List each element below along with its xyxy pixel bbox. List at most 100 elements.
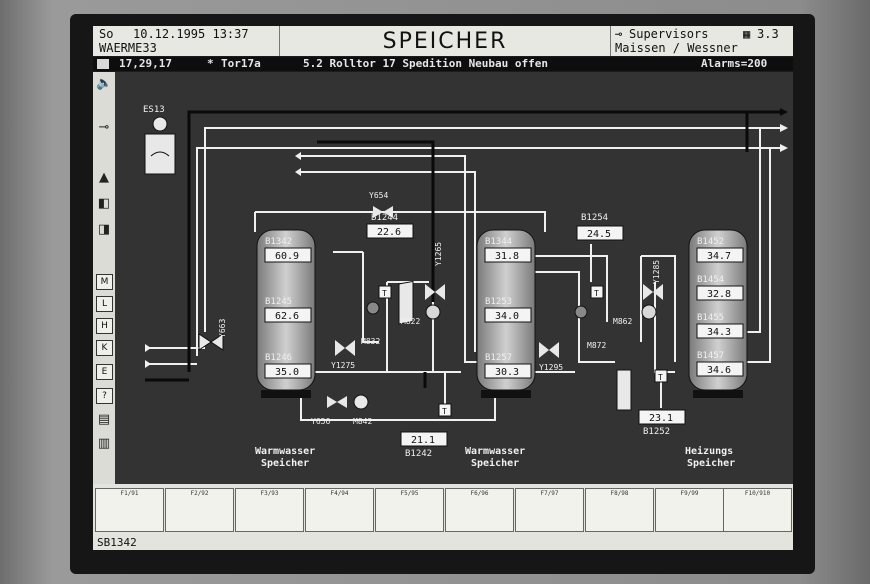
tank1-sensor1-tag: B1342: [265, 237, 292, 247]
toolbar-button-e[interactable]: E: [96, 364, 113, 380]
label-y1275: Y1275: [331, 361, 355, 370]
main-supply-pipe: [204, 127, 780, 332]
toolbar-button-m[interactable]: M: [96, 274, 113, 290]
valve-y654[interactable]: Y654: [369, 191, 393, 218]
header-plant: WAERME33: [99, 41, 157, 55]
temp-sensor-1-label: T: [382, 289, 387, 298]
tank2-sensor1-value: 31.8: [495, 251, 519, 262]
temp-sensor-4-label: T: [658, 373, 663, 382]
tank3-sensor1-value: 34.7: [707, 251, 731, 262]
tank2-caption-line2: Speicher: [471, 457, 519, 469]
key-icon[interactable]: ⊸: [98, 120, 110, 135]
heat-exchanger-1[interactable]: [398, 280, 414, 325]
version-box-icon: ▦: [743, 27, 751, 41]
readout-b1242-value: 21.1: [411, 435, 435, 446]
user-key-icon[interactable]: ⊸: [615, 27, 623, 41]
pump-m842[interactable]: [353, 394, 369, 410]
tank3-caption-line1: Heizungs: [685, 445, 733, 457]
valve-right-icon[interactable]: ◨: [97, 222, 111, 237]
header-user-role: Supervisors: [629, 27, 709, 41]
scada-screen: So 10.12.1995 13:37 WAERME33 SPEICHER ⊸ …: [93, 26, 793, 550]
fkey-f3[interactable]: F3/93: [235, 488, 304, 532]
toolbar-button-h[interactable]: H: [96, 318, 113, 334]
fkey-f8[interactable]: F8/98: [585, 488, 654, 532]
alarm-message-bar[interactable]: 17,29,17 * Tor17a 5.2 Rolltor 17 Spediti…: [93, 57, 793, 71]
fkey-f4[interactable]: F4/94: [305, 488, 374, 532]
tank1-sensor2-value: 62.6: [275, 311, 299, 322]
temp-sensor-3-label: T: [594, 289, 599, 298]
function-key-bar: F1/91 F2/92 F3/93 F4/94 F5/95 F6/96 F7/9…: [93, 484, 793, 536]
tank1-sensor1-value: 60.9: [275, 251, 299, 262]
trend-icon[interactable]: ▥: [97, 436, 111, 451]
fkey-f5[interactable]: F5/95: [375, 488, 444, 532]
header-datetime: 10.12.1995 13:37: [133, 27, 249, 41]
label-m822: M822: [401, 317, 420, 326]
tank3-sensor1-tag: B1452: [697, 237, 724, 247]
alarm-indicator-icon: [97, 59, 109, 69]
label-y1295: Y1295: [539, 363, 563, 372]
fkey-f1[interactable]: F1/91: [95, 488, 164, 532]
tank1-caption-line1: Warmwasser: [255, 446, 315, 457]
y654-label: Y654: [369, 191, 388, 200]
fkey-f6[interactable]: F6/96: [445, 488, 514, 532]
pump-m862[interactable]: [641, 304, 657, 320]
header-version: 3.3: [757, 27, 779, 41]
temp-sensor-2-label: T: [442, 407, 447, 416]
readout-b1244-tag: B1244: [371, 213, 398, 223]
label-m862: M862: [613, 317, 632, 326]
valve-left-icon[interactable]: ◧: [97, 196, 111, 211]
toolbar-button-l[interactable]: L: [96, 296, 113, 312]
fkey-f9[interactable]: F9/99: [655, 488, 724, 532]
readout-b1252-tag: B1252: [643, 427, 670, 437]
temp-sensor-3[interactable]: [590, 285, 604, 299]
page-title: SPEICHER: [279, 26, 611, 56]
label-m842: M842: [353, 417, 372, 426]
header-bar: So 10.12.1995 13:37 WAERME33 SPEICHER ⊸ …: [93, 26, 793, 56]
pump-triangle-icon[interactable]: ▲: [99, 170, 109, 185]
fkey-f7[interactable]: F7/97: [515, 488, 584, 532]
pump-m822[interactable]: [425, 304, 441, 320]
speaker-icon[interactable]: 🔈: [96, 76, 113, 91]
label-y656: Y656: [311, 417, 330, 426]
tank1-sensor3-tag: B1246: [265, 353, 292, 363]
valve-y1275[interactable]: [335, 340, 355, 356]
tank3-sensor4-tag: B1457: [697, 351, 724, 361]
es13-unit[interactable]: ES13: [143, 105, 176, 175]
temp-sensor-1[interactable]: [378, 285, 392, 299]
tank-3[interactable]: [688, 229, 748, 398]
temp-sensor-4[interactable]: [654, 369, 668, 383]
status-bar: SB1342: [93, 536, 793, 550]
tank2-sensor2-value: 34.0: [495, 311, 519, 322]
header-operators: Maissen / Wessner: [615, 41, 738, 55]
fkey-f10[interactable]: F10/910: [723, 488, 792, 532]
label-m832: M832: [361, 337, 380, 346]
label-m872: M872: [587, 341, 606, 350]
message-time: 17,29,17: [119, 57, 172, 70]
valve-y663[interactable]: Y663: [198, 319, 227, 351]
valve-y1265[interactable]: [425, 284, 445, 300]
readout-b1252-value: 23.1: [649, 413, 673, 424]
valve-y1295[interactable]: [539, 342, 559, 358]
label-y1285: Y1285: [652, 260, 661, 284]
tank3-sensor2-value: 32.8: [707, 289, 731, 300]
tank1-sensor2-tag: B1245: [265, 297, 292, 307]
temp-sensor-2[interactable]: [438, 403, 452, 417]
readout-b1254-tag: B1254: [581, 213, 608, 223]
tank2-sensor3-value: 30.3: [495, 367, 519, 378]
valve-y1285[interactable]: [643, 284, 663, 300]
message-text: 5.2 Rolltor 17 Spedition Neubau offen: [303, 57, 549, 70]
process-diagram-svg: ES13 Y663 Y654: [143, 105, 788, 469]
alarm-count: Alarms=200: [701, 57, 768, 70]
pump-m832[interactable]: [366, 301, 380, 315]
label-y1265: Y1265: [434, 242, 443, 266]
heat-exchanger-2[interactable]: [616, 369, 632, 411]
readout-b1244-value: 22.6: [377, 227, 401, 238]
toolbar-button-k[interactable]: K: [96, 340, 113, 356]
fkey-f2[interactable]: F2/92: [165, 488, 234, 532]
valve-y656[interactable]: [327, 396, 347, 408]
print-icon[interactable]: ▤: [97, 412, 111, 427]
toolbar-button-help[interactable]: ?: [96, 388, 113, 404]
pump-m872[interactable]: [574, 305, 588, 319]
tank3-sensor3-tag: B1455: [697, 313, 724, 323]
tank2-sensor3-tag: B1257: [485, 353, 512, 363]
